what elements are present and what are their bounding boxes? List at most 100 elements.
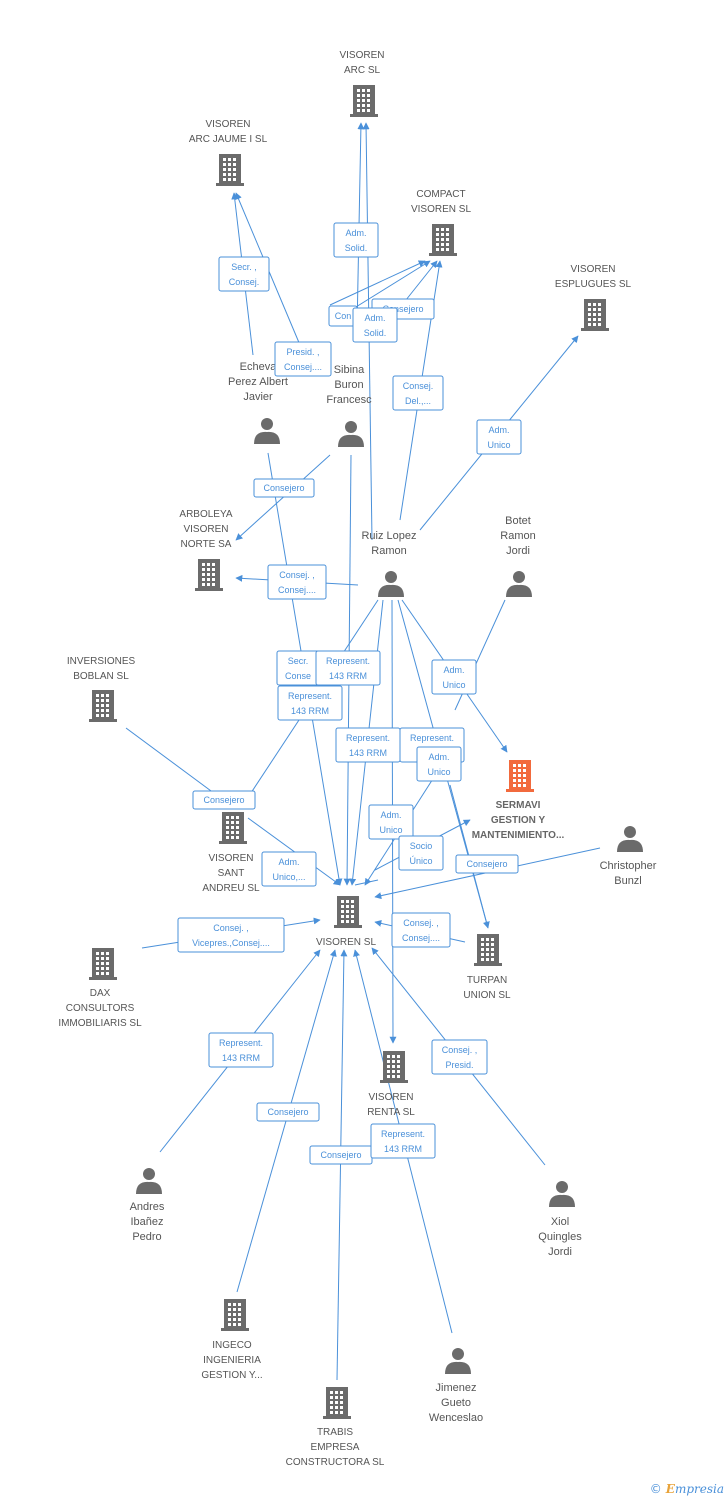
node-label-line: BOBLAN SL xyxy=(73,671,129,682)
building-icon xyxy=(334,896,362,928)
node-label-line: Ramon xyxy=(371,545,406,557)
node-label-line: VISOREN SL xyxy=(411,204,471,215)
node-label-line: Buron xyxy=(334,379,363,391)
person-icon xyxy=(254,418,280,444)
edge-label-text: Presid. , xyxy=(286,347,319,357)
edge-label-text: Adm. xyxy=(364,313,385,323)
edge-label-l-represent-1[interactable]: Represent.143 RRM xyxy=(315,650,381,686)
edge-label-text: Consejero xyxy=(382,304,423,314)
edge-label-text: Represent. xyxy=(410,733,454,743)
node-label-line: ARBOLEYA xyxy=(179,509,232,520)
node-label-line: IMMOBILIARIS SL xyxy=(58,1018,142,1029)
edge-label-text: Consej. , xyxy=(442,1045,478,1055)
node-label-line: SANT xyxy=(218,868,245,879)
edge-label-l-consej-vicepres[interactable]: Consej. ,Vicepres.,Consej.... xyxy=(177,917,285,953)
node-label-line: Ruiz Lopez xyxy=(361,530,416,542)
edge-label-l-represent-andres[interactable]: Represent.143 RRM xyxy=(208,1032,274,1068)
edge-label-text: Consejero xyxy=(320,1150,361,1160)
building-icon xyxy=(474,934,502,966)
edge-label-text: Consej.... xyxy=(284,362,322,372)
edge-label-l-consej-consej-tur[interactable]: Consej. ,Consej.... xyxy=(391,912,451,948)
node-label-line: VISOREN xyxy=(368,1092,413,1103)
edge-label-text: Consej.... xyxy=(278,585,316,595)
building-icon xyxy=(89,690,117,722)
edge-label-l-consej-del[interactable]: Consej.Del.,... xyxy=(392,375,444,411)
building-icon xyxy=(506,760,534,792)
person-icon xyxy=(338,421,364,447)
node-label-line: Wenceslao xyxy=(429,1412,483,1424)
edge-label-text: Solid. xyxy=(364,328,387,338)
edge-label-text: Unico xyxy=(487,440,510,450)
building-icon xyxy=(380,1051,408,1083)
edge-label-text: Adm. xyxy=(443,665,464,675)
edge-label-l-represent-jim[interactable]: Represent.143 RRM xyxy=(370,1123,436,1159)
person-icon xyxy=(506,571,532,597)
building-icon xyxy=(89,948,117,980)
node-label-line: ARC SL xyxy=(344,65,381,76)
edge-label-l-adm-unico-ruiz[interactable]: Adm.Unico xyxy=(416,746,462,782)
node-label-line: Echeva xyxy=(240,361,278,373)
building-icon xyxy=(323,1387,351,1419)
edge-label-text: Adm. xyxy=(345,228,366,238)
node-inversiones[interactable]: INVERSIONES BOBLAN SL xyxy=(67,656,136,722)
edge-label-text: Consej.... xyxy=(402,933,440,943)
edge-label-l-adm-unico-sant[interactable]: Adm.Unico,... xyxy=(261,851,317,887)
edge-label-l-consejero-ing[interactable]: Consejero xyxy=(256,1102,320,1122)
edge-label-text: Adm. xyxy=(380,810,401,820)
edge-label-text: Del.,... xyxy=(405,396,431,406)
brand-initial: E xyxy=(665,1482,675,1496)
edge-label-l-adm-solid-2[interactable]: Adm. Solid. xyxy=(352,307,398,343)
edge-label-l-secr-conse[interactable]: Secr.Conse xyxy=(276,650,320,686)
edge-label-l-consejero-chris[interactable]: Consejero xyxy=(455,854,519,874)
edge-label-text: Secr. xyxy=(288,656,309,666)
edge-label-l-represent-3[interactable]: Represent.143 RRM xyxy=(335,727,401,763)
edge-label-l-consejero-trab[interactable]: Consejero xyxy=(309,1145,373,1165)
node-visoren-sl[interactable]: VISOREN SL xyxy=(316,896,376,948)
person-icon xyxy=(617,826,643,852)
edge-label-l-consejero-sa[interactable]: Consejero xyxy=(192,790,256,810)
edge-label-text: Consejero xyxy=(203,795,244,805)
edge-label-l-consej-presid[interactable]: Consej. ,Presid. xyxy=(431,1039,488,1075)
brand-name: mpresia xyxy=(674,1482,724,1496)
edge-label-l-adm-unico-botet[interactable]: Adm.Unico xyxy=(431,659,477,695)
edge-label-l-adm-unico-esp[interactable]: Adm.Unico xyxy=(476,419,522,455)
edge-label-l-consejero-arb[interactable]: Consejero xyxy=(253,478,315,498)
node-label-line: Pedro xyxy=(132,1231,161,1243)
edge-label-l-adm-unico-sa[interactable]: Adm.Unico xyxy=(368,804,414,840)
building-icon xyxy=(429,224,457,256)
node-label-line: Francesc xyxy=(326,394,372,406)
edge-label-l-consej-consej-arb[interactable]: Consej. ,Consej.... xyxy=(267,564,327,600)
edge-label-l-adm-solid-1[interactable]: Adm.Solid. xyxy=(333,222,379,258)
node-label-line: INVERSIONES xyxy=(67,656,136,667)
edge-label-text: Vicepres.,Consej.... xyxy=(192,938,270,948)
node-label-line: GESTION Y xyxy=(491,815,546,826)
person-icon xyxy=(445,1348,471,1374)
node-label-line: Quingles xyxy=(538,1231,582,1243)
edge-label-l-secr-consej[interactable]: Secr. ,Consej. xyxy=(218,256,270,292)
edge-label-l-presid-consej[interactable]: Presid. , Consej.... xyxy=(274,341,332,377)
edge-label-l-represent-2[interactable]: Represent.143 RRM xyxy=(277,685,343,721)
edge-line xyxy=(336,949,348,1381)
